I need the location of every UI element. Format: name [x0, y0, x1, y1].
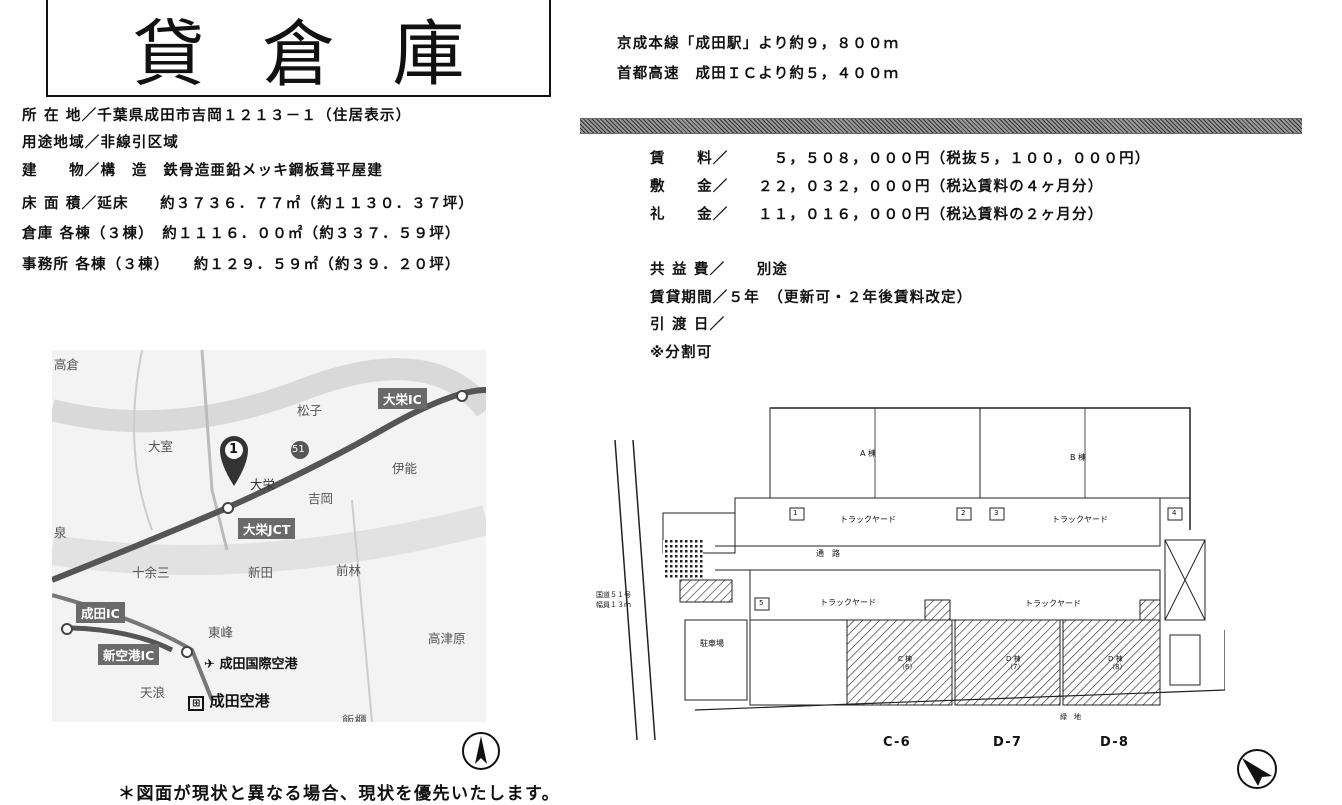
map-place: 天浪	[140, 685, 166, 700]
hatched-divider	[580, 118, 1302, 134]
deposit-row: 敷 金／ ２２，０３２，０００円（税込賃料の４ヶ月分）	[650, 175, 1103, 196]
page-title: 貸倉庫	[132, 12, 523, 96]
unit-number: 4	[1172, 509, 1177, 517]
building-a-label: A 棟	[860, 449, 877, 458]
map-place: 泉	[54, 525, 67, 540]
divisible-note: ※分割可	[650, 345, 713, 361]
plan-compass-icon	[1237, 749, 1277, 789]
common-fee: 共 益 費／ 別途	[650, 262, 789, 278]
parking-label: 駐車場	[700, 639, 724, 648]
map-sign: 新空港IC	[98, 644, 160, 665]
unit-d7-label: D-7	[993, 735, 1023, 750]
deposit-value: ２２，０３２，０００円（税込賃料の４ヶ月分）	[758, 179, 1104, 195]
access-highway: 首都高速 成田ＩＣより約５，４００ｍ	[617, 66, 900, 82]
key-money-row: 礼 金／ １１，０１６，０００円（税込賃料の２ヶ月分）	[650, 203, 1103, 224]
zoning: 用途地域／非線引区域	[22, 135, 179, 151]
warehouse-area: 倉庫 各棟（３棟） 約１１１６．００㎡（約３３７．５９坪）	[22, 226, 461, 242]
map-roads	[52, 350, 486, 722]
map-place: 十余三	[132, 565, 170, 580]
lease-period: 賃貸期間／５年 （更新可・２年後賃料改定）	[650, 290, 973, 306]
title-box: 貸倉庫	[46, 0, 551, 97]
map-place: 高津原	[428, 631, 466, 646]
truck-yard-label: トラックヤード	[820, 598, 876, 607]
map-place: 飯櫃	[342, 713, 368, 722]
building-b-label: B 棟	[1070, 453, 1087, 462]
passage-label: 通 路	[816, 549, 840, 558]
north-arrow-icon	[462, 732, 500, 770]
rent-row: 賃 料／ ５，５０８，０００円（税抜５，１００，０００円）	[650, 147, 1151, 168]
map-sign: 大栄IC	[378, 388, 427, 409]
truck-yard-label: トラックヤード	[1052, 515, 1108, 524]
station-label: ⊞ 成田空港	[188, 690, 270, 711]
unit-number: 5	[759, 599, 764, 607]
unit-number: 2	[961, 509, 966, 517]
handover-date: 引 渡 日／	[650, 317, 726, 333]
rent-value: ５，５０８，０００円（税抜５，１００，０００円）	[758, 151, 1151, 167]
road-label: 国道５１号 幅員１３ｍ	[596, 591, 631, 609]
train-station-icon: ⊞	[188, 696, 205, 711]
location-map: 51 1 高倉 松子 大室 伊能 大栄 吉岡 十余三 新田 前林 東峰 高津原 …	[52, 350, 486, 722]
map-place: 松子	[297, 403, 323, 418]
rent-label: 賃 料／	[650, 151, 729, 167]
airplane-icon: ✈	[204, 657, 215, 672]
deposit-label: 敷 金／	[650, 179, 729, 195]
map-place: 吉岡	[308, 491, 334, 506]
office-area: 事務所 各棟（３棟） 約１２９．５９㎡（約３９．２０坪）	[22, 257, 461, 273]
structure: 建 物／構 造 鉄骨造亜鉛メッキ鋼板葺平屋建	[22, 163, 384, 179]
map-marker-number: 1	[229, 442, 239, 457]
access-train: 京成本線「成田駅」より約９，８００ｍ	[617, 36, 900, 52]
map-place: 高倉	[54, 357, 80, 372]
footnote: ＊図面が現状と異なる場合、現状を優先いたします。	[118, 784, 561, 804]
unit-d8-label: D-8	[1100, 735, 1130, 750]
map-place: 東峰	[208, 625, 234, 640]
key-money-label: 礼 金／	[650, 207, 729, 223]
map-place: 大栄	[250, 477, 276, 492]
map-place: 大室	[148, 439, 174, 454]
floor-plan	[614, 407, 1225, 741]
unit-c6-inner: C 棟 （6）	[898, 655, 917, 671]
map-place: 前林	[336, 563, 362, 578]
map-place: 伊能	[392, 461, 418, 476]
truck-yard-label: トラックヤード	[840, 515, 896, 524]
unit-c6-label: C-6	[883, 735, 911, 750]
floor-area: 床 面 積／延床 約３７３６．７７㎡（約１１３０．３７坪）	[22, 196, 475, 212]
map-sign: 大栄JCT	[238, 518, 296, 539]
airport-label: ✈ 成田国際空港	[204, 657, 298, 672]
unit-d8-inner: D 棟 （8）	[1108, 655, 1127, 671]
unit-number: 1	[793, 509, 798, 517]
address: 所 在 地／千葉県成田市吉岡１２１３－１（住居表示）	[22, 108, 412, 124]
green-label: 緑 地	[1060, 713, 1081, 721]
map-sign: 成田IC	[76, 602, 125, 623]
key-money-value: １１，０１６，０００円（税込賃料の２ヶ月分）	[758, 207, 1104, 223]
truck-yard-label: トラックヤード	[1025, 599, 1081, 608]
unit-d7-inner: D 棟 （7）	[1006, 655, 1025, 671]
unit-number: 3	[994, 509, 999, 517]
route-label: 51	[292, 444, 305, 455]
map-place: 新田	[248, 565, 274, 580]
